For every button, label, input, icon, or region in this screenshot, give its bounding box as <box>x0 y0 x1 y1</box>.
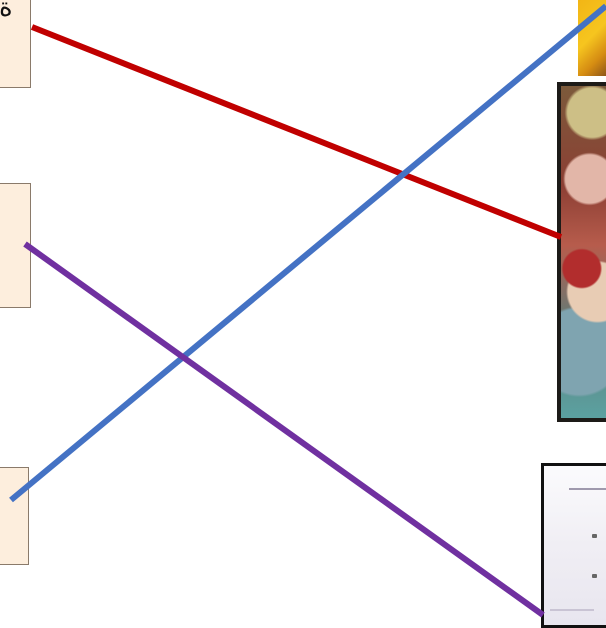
document-thumbnail[interactable] <box>541 463 606 628</box>
match-box-3[interactable] <box>0 467 29 565</box>
painted-figure-thumbnail[interactable] <box>557 82 606 422</box>
document-mark <box>592 534 597 538</box>
match-box-1[interactable]: ة <box>0 0 31 88</box>
document-line <box>550 609 594 611</box>
blue-connector[interactable] <box>9 3 606 503</box>
purple-connector[interactable] <box>23 241 545 618</box>
match-box-1-text: ة <box>0 0 13 23</box>
document-mark <box>592 574 597 578</box>
red-connector[interactable] <box>30 24 563 240</box>
document-line <box>569 488 606 490</box>
